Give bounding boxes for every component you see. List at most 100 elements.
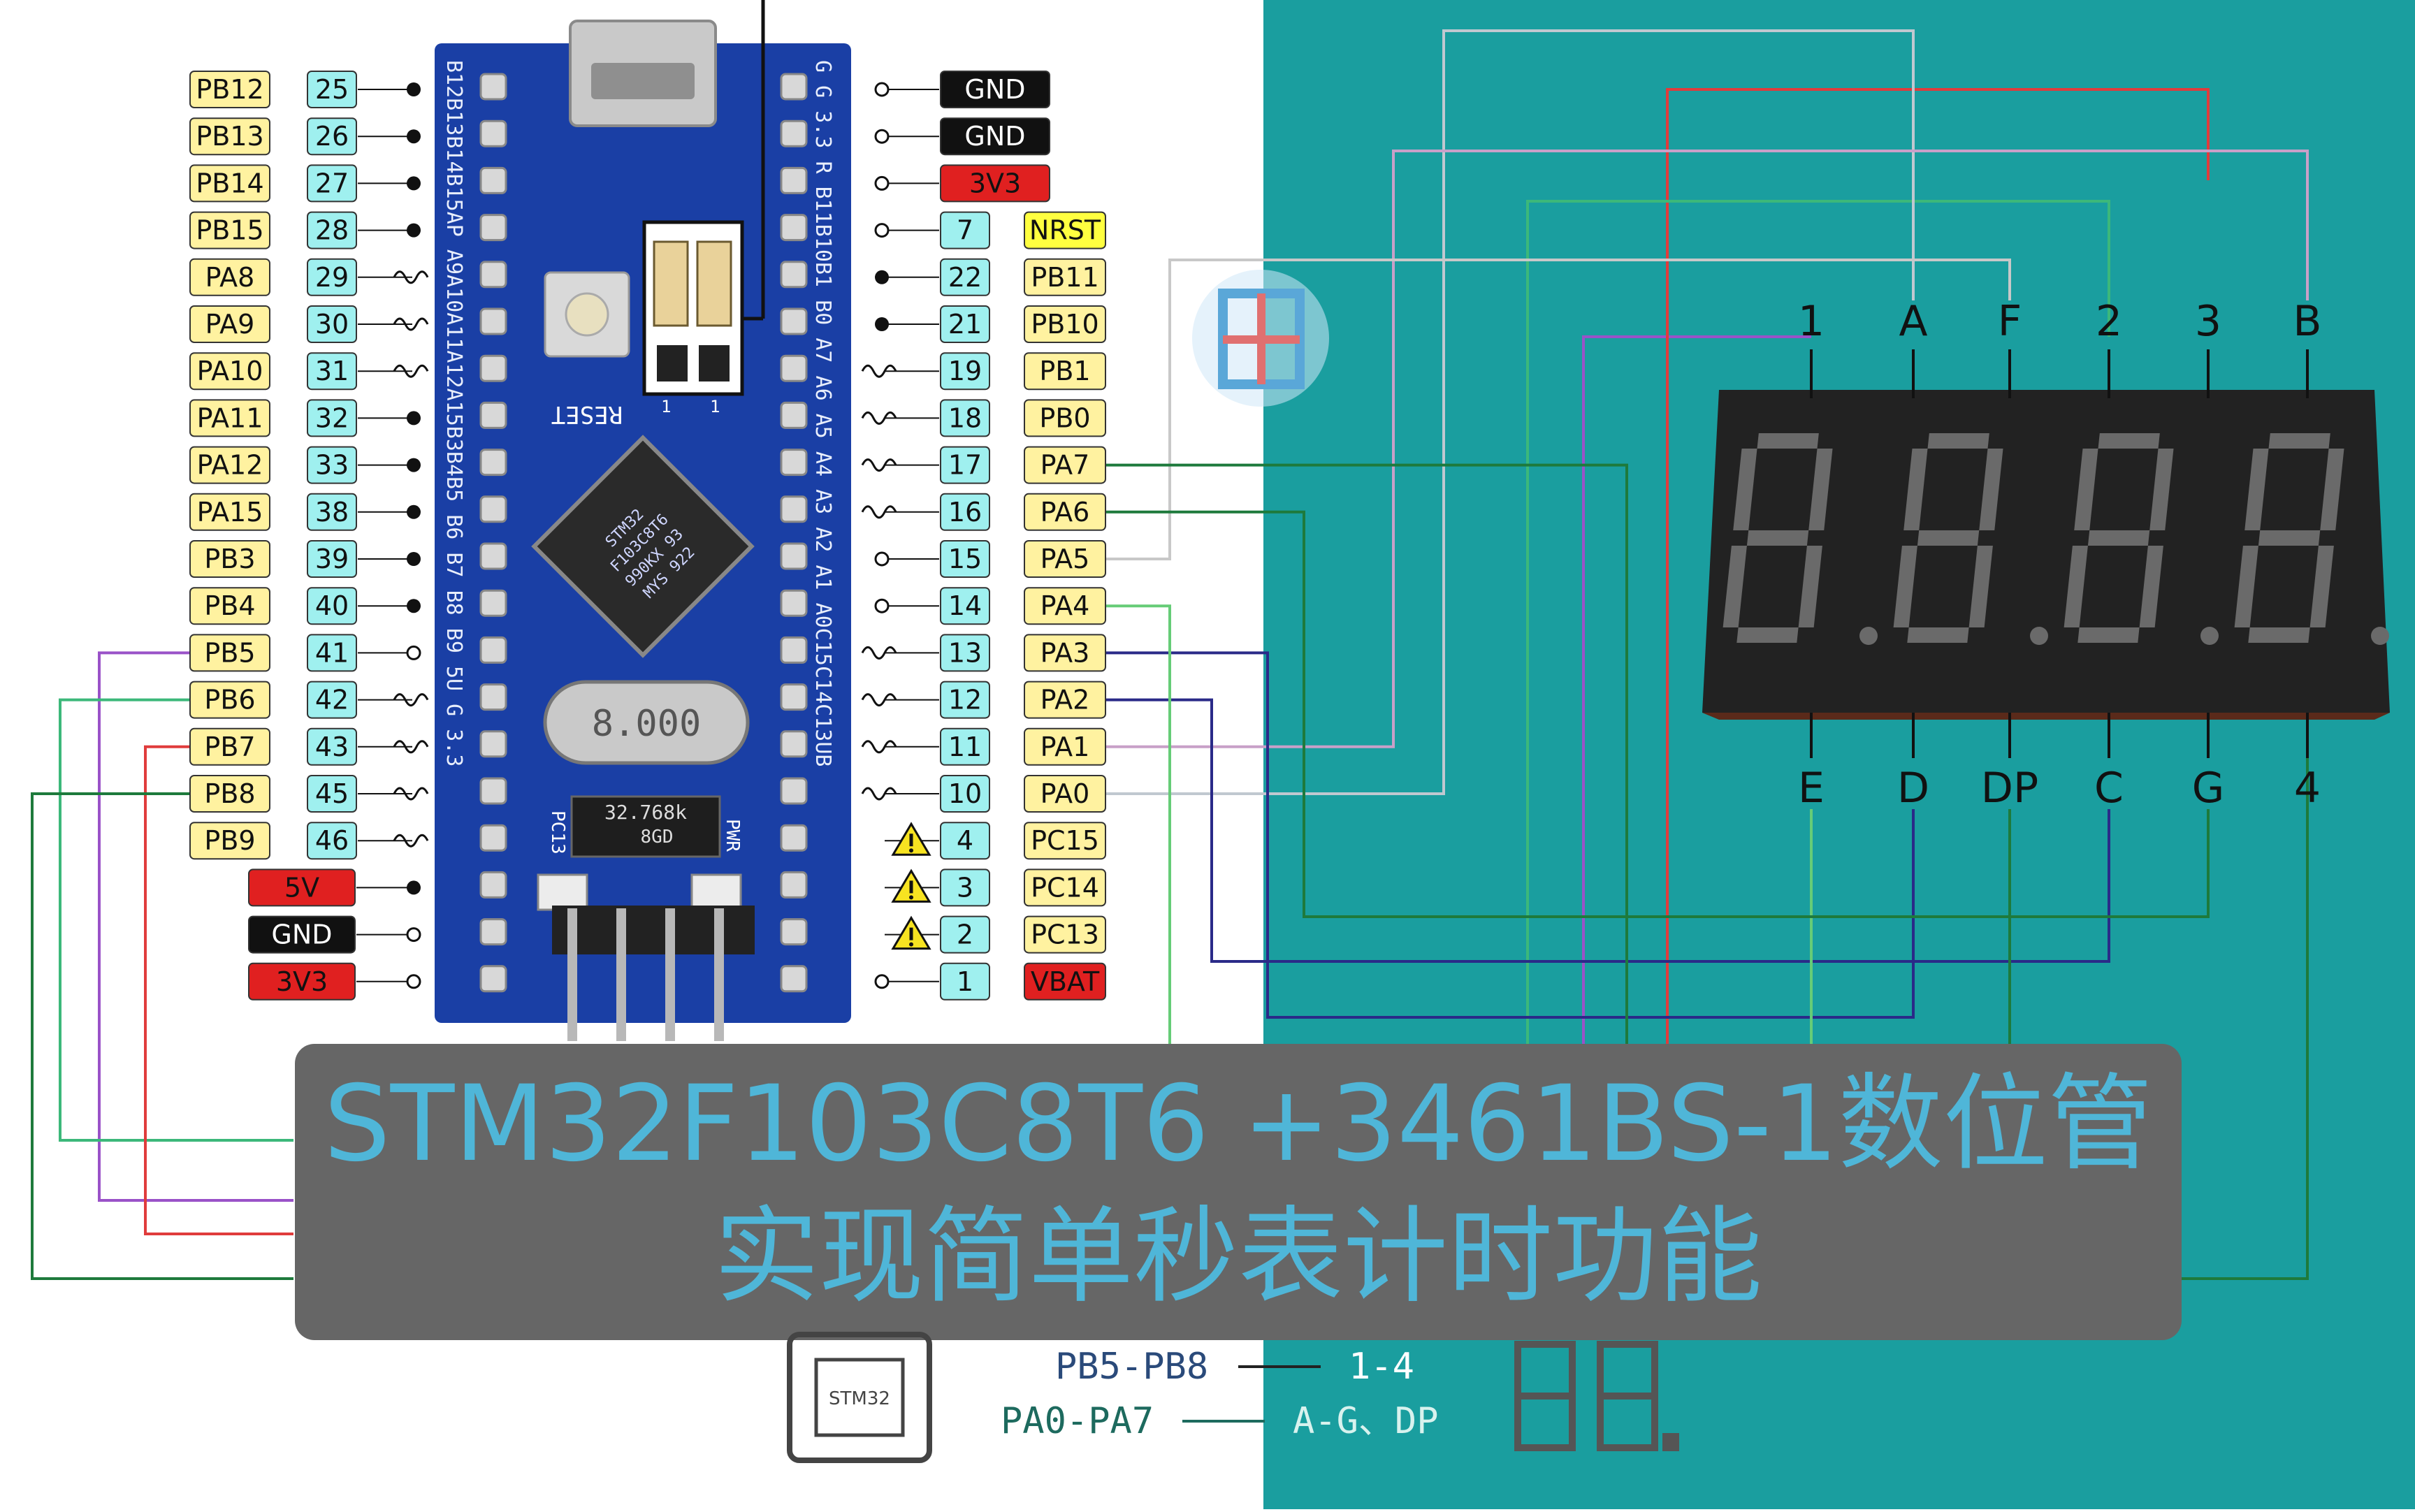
pin-pa11-name: PA11 <box>197 402 263 433</box>
legend-row-1-target: 1-4 <box>1349 1346 1414 1388</box>
right-power-gnd-label: GND <box>964 121 1025 152</box>
pin-pc14-warning-dot <box>909 895 913 900</box>
digit-1-segment-g <box>1746 530 1809 546</box>
pin-pb3-dot-marker <box>407 552 421 566</box>
left-power-5v-dot-marker <box>407 880 421 895</box>
header-pin-left <box>479 495 507 523</box>
wire-pb8 <box>31 792 293 1280</box>
header-pin-right <box>780 965 808 993</box>
pin-pb0-number: 18 <box>948 402 982 433</box>
header-pin-right <box>780 730 808 758</box>
pin-pb5-number: 41 <box>315 637 349 668</box>
pin-pa12-number-box <box>307 446 357 484</box>
display-bottom-pin-C: C <box>2094 764 2124 813</box>
left-power-5v-label: 5V <box>284 872 319 903</box>
pin-pb13-name-box <box>189 117 270 156</box>
banner-line-1: STM32F103C8T6 +3461BS-1数位管 <box>324 1063 2152 1185</box>
pin-pa2-number-box <box>940 681 990 719</box>
pin-pb9-wave-marker <box>393 834 429 848</box>
pin-pb12-number-box <box>307 71 357 108</box>
left-power-3v3-ring-marker <box>406 974 421 989</box>
pin-pb10-name: PB10 <box>1031 309 1098 340</box>
pin-pc15-warning-dot <box>909 848 913 853</box>
pin-nrst-name: NRST <box>1029 215 1101 246</box>
pin-pa4-number-box <box>940 587 990 625</box>
pin-pa1-number-box <box>940 727 990 766</box>
pin-pa10-number: 31 <box>315 356 349 386</box>
left-power-3v3-box <box>248 962 356 1001</box>
pin-pa8-number-box <box>307 258 357 296</box>
right-power-gnd-box <box>940 117 1050 156</box>
pin-pb11-name: PB11 <box>1031 262 1098 293</box>
banner-line-2: 实现简单秒表计时功能 <box>714 1196 1762 1318</box>
pin-pa15-name-box <box>189 493 270 531</box>
header-pin-left <box>479 589 507 617</box>
swd-pin-1 <box>567 908 577 1041</box>
pin-pa2-wave-marker <box>861 693 897 707</box>
pin-vbat-name: VBAT <box>1031 966 1100 997</box>
pin-pa8-name: PA8 <box>205 262 255 293</box>
pin-pa0-wave-marker <box>861 787 897 801</box>
pin-pb9-name-box <box>189 822 270 860</box>
left-silkscreen: B12B13B14B15AP A9A10A11A12A15B3B4B5 B6 B… <box>442 60 466 766</box>
boot0-jumper <box>653 240 689 327</box>
swd-pin-2 <box>616 908 626 1041</box>
pin-nrst-name-box <box>1024 211 1106 249</box>
pin-pc14-number: 3 <box>957 872 973 903</box>
pin-pb3-name: PB3 <box>204 544 255 574</box>
pin-pb7-name: PB7 <box>204 732 255 762</box>
header-pin-right <box>780 824 808 852</box>
swd-header <box>552 906 755 954</box>
pin-pb13-number: 26 <box>315 121 349 152</box>
header-pin-right <box>780 683 808 711</box>
rtc-crystal-label: 32.768k <box>604 801 687 824</box>
chip-icon-label: STM32 <box>829 1388 890 1409</box>
pc13-led <box>537 873 588 911</box>
pin-pb14-dot-marker <box>407 176 421 191</box>
pin-pb8-name: PB8 <box>204 778 255 809</box>
legend-row-2-pins: PA0-PA7 <box>1001 1400 1154 1442</box>
wire-pb7 <box>144 745 293 1235</box>
pin-pa5-ring-marker <box>874 551 890 567</box>
pin-pb11-number-box <box>940 258 990 296</box>
pin-pa8-number: 29 <box>315 262 349 293</box>
pin-pa6-wave-marker <box>861 505 897 519</box>
pin-pb4-name-box <box>189 587 270 625</box>
pwr-led <box>690 873 742 911</box>
pin-pb3-name-box <box>189 540 270 578</box>
pin-pb1-number-box <box>940 352 990 391</box>
pin-pa1-name: PA1 <box>1040 732 1090 762</box>
header-pin-right <box>780 495 808 523</box>
pin-pc15-number-box <box>940 822 990 860</box>
pin-pa10-name: PA10 <box>197 356 263 386</box>
pin-pb1-name-box <box>1024 352 1106 391</box>
pin-pa12-name: PA12 <box>197 450 263 481</box>
digit-3-segment-e <box>2064 546 2088 627</box>
display-bottom-pin-D: D <box>1897 764 1929 813</box>
digit-2-segment-d <box>1907 627 1969 643</box>
pin-pa1-number: 11 <box>948 732 982 762</box>
wire-pb5 <box>98 651 293 1202</box>
digit-3-dp <box>2200 627 2219 645</box>
header-pin-right <box>780 214 808 242</box>
digit-1-segment-f <box>1733 449 1757 530</box>
header-pin-right <box>780 542 808 570</box>
display-bottom-pin-E: E <box>1798 764 1825 813</box>
header-pin-left <box>479 965 507 993</box>
jumper-mark-2: 1 <box>710 397 720 416</box>
pin-pa10-wave-marker <box>393 364 429 378</box>
digit-1-segment-e <box>1723 546 1747 627</box>
pin-pb11-number: 22 <box>948 262 982 293</box>
wire-digit-3 <box>1666 88 2210 1044</box>
header-pin-columns <box>479 73 808 993</box>
pin-pa4-ring-marker <box>874 598 890 613</box>
pin-pb5-name-box <box>189 634 270 672</box>
usb-port-opening <box>591 63 695 99</box>
pin-pb10-number-box <box>940 305 990 343</box>
pin-pa5-number: 15 <box>948 544 982 574</box>
pin-pc15-number: 4 <box>957 825 973 856</box>
pin-pa5-number-box <box>940 540 990 578</box>
pin-pc14-number-box <box>940 868 990 907</box>
pc13-led-label: PC13 <box>547 810 568 855</box>
legend-row-2-target: A-G、DP <box>1293 1400 1439 1442</box>
